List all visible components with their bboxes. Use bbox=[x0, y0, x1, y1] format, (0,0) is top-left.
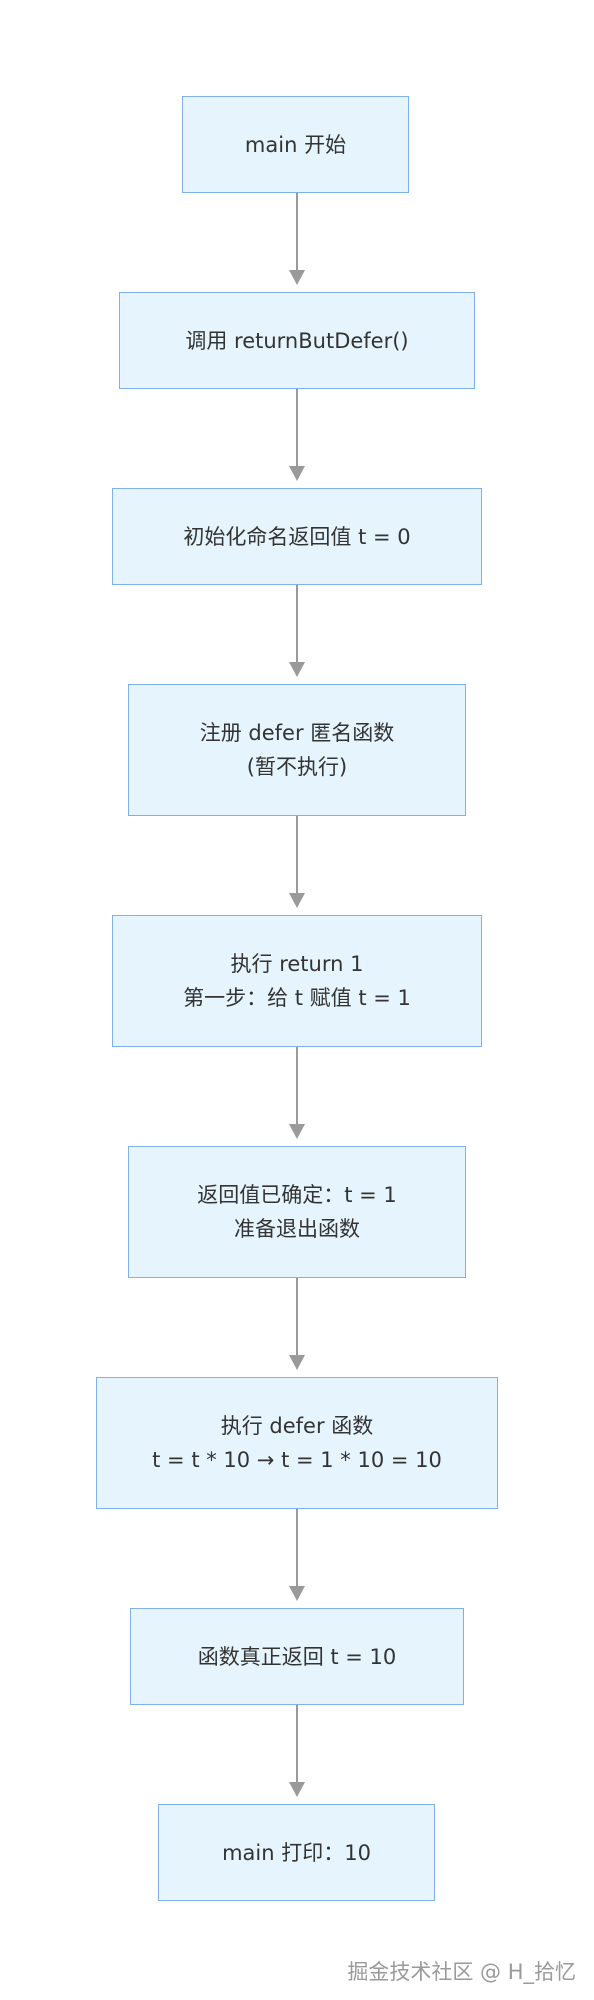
arrow-head bbox=[289, 893, 305, 908]
node-execute-return: 执行 return 1 第一步：给 t 赋值 t = 1 bbox=[112, 915, 482, 1047]
node-line: 准备退出函数 bbox=[234, 1217, 360, 1241]
edge bbox=[296, 816, 298, 893]
node-line: 执行 return 1 bbox=[230, 952, 364, 976]
edge bbox=[296, 1705, 298, 1782]
edge bbox=[296, 389, 298, 466]
node-main-start: main 开始 bbox=[182, 96, 409, 193]
node-line: 返回值已确定：t = 1 bbox=[197, 1183, 397, 1207]
node-call-function: 调用 returnButDefer() bbox=[119, 292, 475, 389]
node-init-return-value: 初始化命名返回值 t = 0 bbox=[112, 488, 482, 585]
node-main-print: main 打印：10 bbox=[158, 1804, 435, 1901]
node-line: 函数真正返回 t = 10 bbox=[197, 1644, 397, 1669]
node-line: main 打印：10 bbox=[222, 1840, 371, 1865]
node-function-returns: 函数真正返回 t = 10 bbox=[130, 1608, 464, 1705]
node-register-defer: 注册 defer 匿名函数 (暂不执行) bbox=[128, 684, 466, 816]
edge bbox=[296, 1278, 298, 1355]
arrow-head bbox=[289, 1782, 305, 1797]
node-line: 初始化命名返回值 t = 0 bbox=[183, 524, 411, 549]
node-line: 第一步：给 t 赋值 t = 1 bbox=[183, 986, 411, 1010]
node-return-value-fixed: 返回值已确定：t = 1 准备退出函数 bbox=[128, 1146, 466, 1278]
node-line: t = t * 10 → t = 1 * 10 = 10 bbox=[152, 1448, 442, 1472]
node-line: main 开始 bbox=[244, 132, 347, 157]
arrow-head bbox=[289, 1124, 305, 1139]
node-line: 注册 defer 匿名函数 bbox=[199, 721, 395, 745]
watermark: 掘金技术社区 @ H_拾忆 bbox=[347, 1960, 576, 1984]
arrow-head bbox=[289, 270, 305, 285]
edge bbox=[296, 1047, 298, 1124]
edge bbox=[296, 193, 298, 270]
node-execute-defer: 执行 defer 函数 t = t * 10 → t = 1 * 10 = 10 bbox=[96, 1377, 498, 1509]
node-line: (暂不执行) bbox=[246, 755, 348, 779]
node-line: 调用 returnButDefer() bbox=[185, 328, 409, 353]
arrow-head bbox=[289, 1355, 305, 1370]
arrow-head bbox=[289, 662, 305, 677]
arrow-head bbox=[289, 1586, 305, 1601]
edge bbox=[296, 585, 298, 662]
edge bbox=[296, 1509, 298, 1586]
node-line: 执行 defer 函数 bbox=[220, 1414, 374, 1438]
arrow-head bbox=[289, 466, 305, 481]
